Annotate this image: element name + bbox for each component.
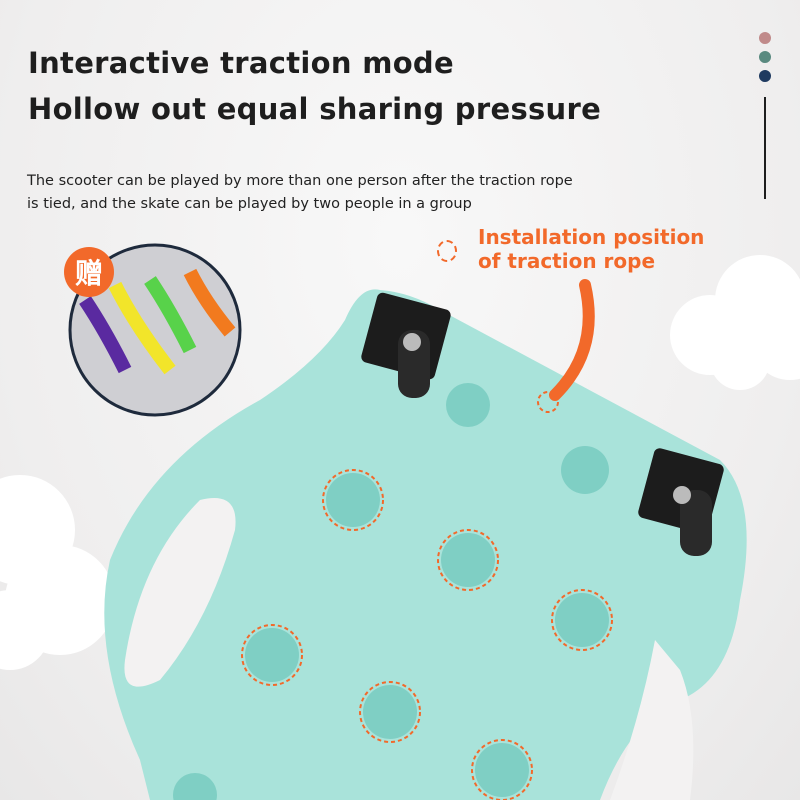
heading-line-2: Hollow out equal sharing pressure: [28, 92, 602, 126]
dashed-circle-icon: [437, 240, 457, 262]
description: The scooter can be played by more than o…: [27, 170, 573, 216]
caster-wheel-right: [638, 448, 724, 556]
cloud-right: [670, 255, 800, 390]
hole-highlights: [241, 391, 613, 800]
decor-dot-teal: [759, 51, 771, 63]
decor-line: [764, 97, 766, 199]
description-line-1: The scooter can be played by more than o…: [27, 173, 573, 189]
decor-dot-pink: [759, 32, 771, 44]
rope-photo: [68, 243, 242, 417]
callout-line-2: of traction rope: [478, 249, 656, 273]
cloud-left: [0, 475, 115, 670]
heading-line-1: Interactive traction mode: [28, 46, 454, 80]
callout-line-1: Installation position: [478, 225, 705, 249]
description-line-2: is tied, and the skate can be played by …: [27, 196, 472, 212]
arrow-icon: [549, 279, 595, 401]
caster-wheel-top: [361, 292, 451, 398]
gift-badge: 赠: [64, 247, 114, 297]
callout-label: Installation position of traction rope: [478, 225, 704, 273]
pressure-holes: [173, 383, 609, 800]
decor-dot-navy: [759, 70, 771, 82]
